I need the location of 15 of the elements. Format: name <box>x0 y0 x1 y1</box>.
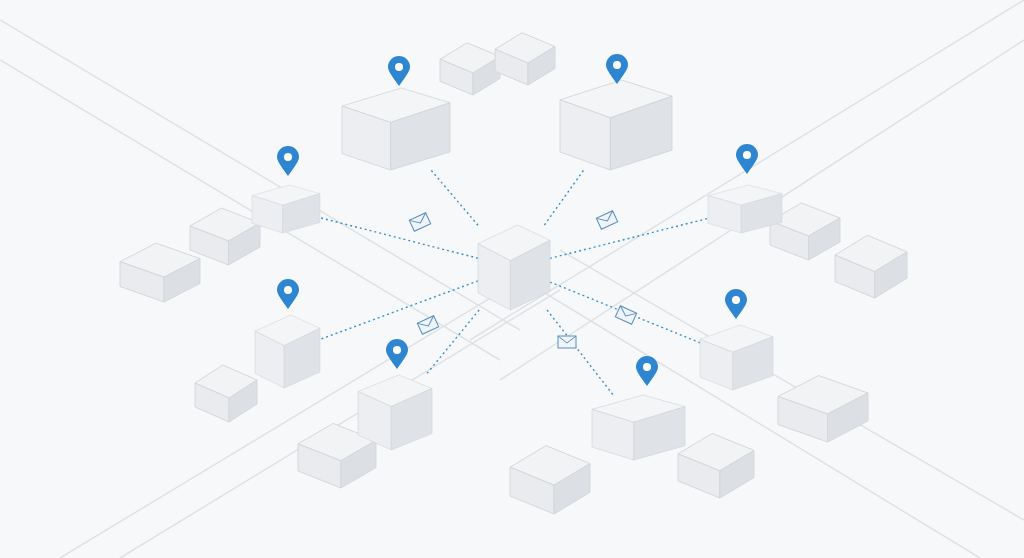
dotted-connector <box>319 217 479 259</box>
dotted-connector <box>430 169 479 226</box>
building-drawing <box>708 185 782 233</box>
dotted-connector <box>319 280 479 341</box>
dotted-connector <box>546 309 614 396</box>
building-drawing <box>560 80 672 170</box>
building-drawing <box>252 185 320 233</box>
building-drawing <box>592 395 685 460</box>
dotted-connector <box>425 309 480 376</box>
dotted-connector <box>543 169 585 226</box>
building-drawing <box>255 315 320 388</box>
building-drawing <box>478 225 550 310</box>
building-drawing <box>342 88 450 170</box>
building-drawing <box>700 325 773 390</box>
building-drawing <box>358 375 432 450</box>
